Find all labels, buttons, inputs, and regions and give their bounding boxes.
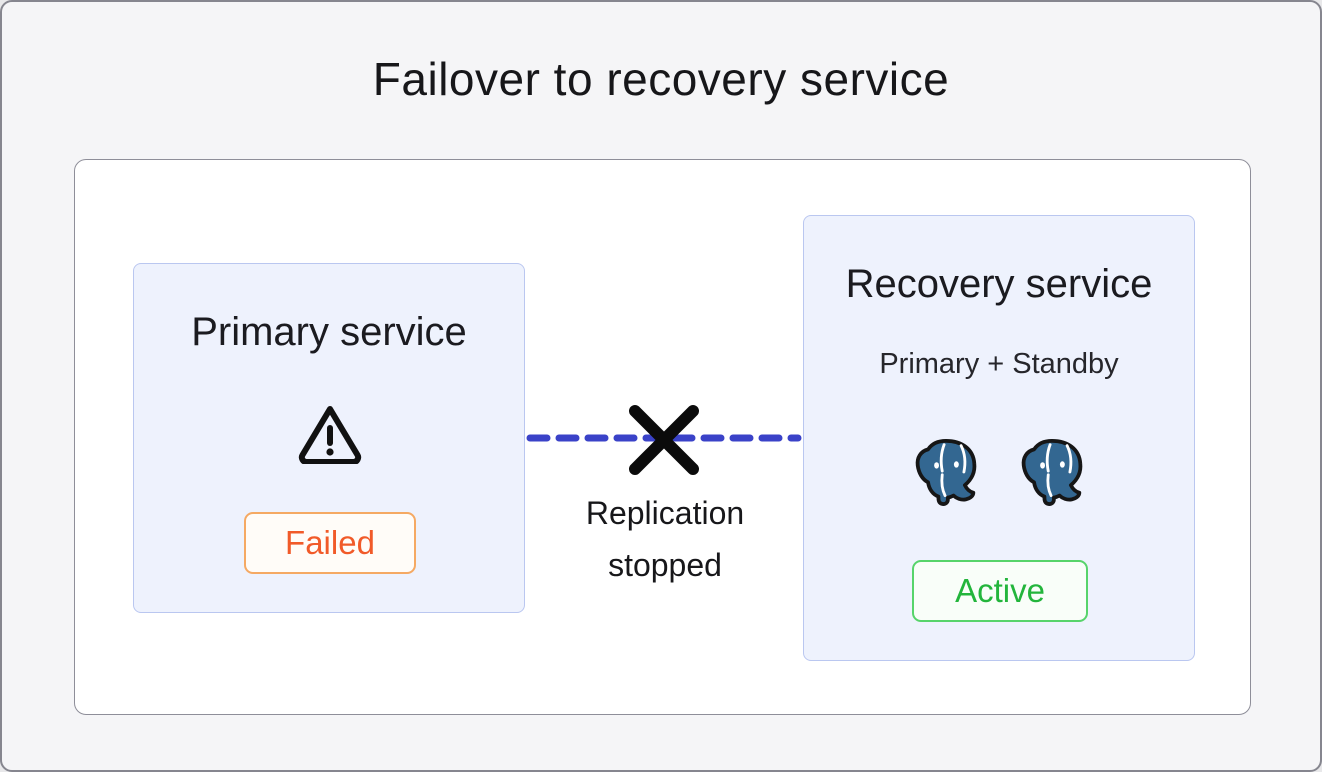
x-mark-icon <box>622 398 706 482</box>
recovery-service-box: Recovery service Primary + Standby <box>803 215 1195 661</box>
diagram-title: Failover to recovery service <box>372 53 950 105</box>
database-icons-row <box>804 437 1194 507</box>
postgres-elephant-icon <box>1021 438 1083 506</box>
failed-status-badge: Failed <box>244 512 416 574</box>
primary-service-title: Primary service <box>191 310 467 354</box>
active-status-badge: Active <box>912 560 1088 622</box>
replication-stopped-label: Replication stopped <box>585 495 745 583</box>
postgres-elephant-icon <box>915 438 977 506</box>
primary-service-box: Primary service Failed <box>133 263 525 613</box>
diagram-panel: Primary service Failed Replication <box>74 159 1251 715</box>
recovery-service-title: Recovery service <box>845 262 1153 306</box>
recovery-service-subtitle: Primary + Standby <box>879 348 1119 380</box>
warning-triangle-icon <box>297 402 363 466</box>
